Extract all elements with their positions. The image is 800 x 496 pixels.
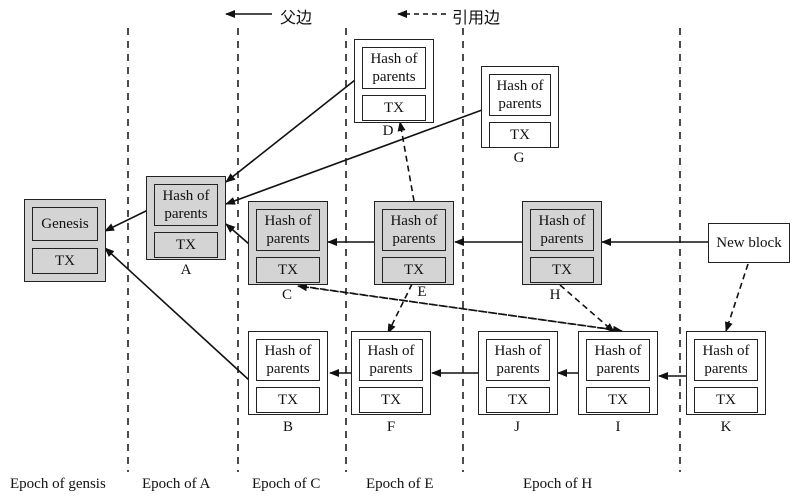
ref-e-to-d xyxy=(397,121,415,202)
label-d: D xyxy=(382,123,394,139)
block-h: Hash of parents TX xyxy=(522,201,602,285)
ref-e-to-f xyxy=(387,283,413,334)
ref-c-to-i xyxy=(299,285,623,334)
block-j: Hash of parents TX xyxy=(478,331,558,415)
genesis-hash-cell: Genesis xyxy=(32,207,98,241)
ref-new-to-k xyxy=(725,263,749,332)
label-b: B xyxy=(282,419,293,435)
new-block: New block xyxy=(708,223,790,263)
j-tx-cell: TX xyxy=(486,387,550,413)
c-tx-cell: TX xyxy=(256,257,320,283)
block-d: Hash of parents TX xyxy=(354,39,434,123)
c-hash-cell: Hash of parents xyxy=(256,209,320,251)
label-f: F xyxy=(386,419,396,435)
d-hash-cell: Hash of parents xyxy=(362,47,426,89)
f-tx-cell: TX xyxy=(359,387,423,413)
i-tx-cell: TX xyxy=(586,387,650,413)
block-b: Hash of parents TX xyxy=(248,331,328,415)
k-tx-cell: TX xyxy=(694,387,758,413)
block-k: Hash of parents TX xyxy=(686,331,766,415)
epoch-label-a: Epoch of A xyxy=(142,476,211,492)
block-f: Hash of parents TX xyxy=(351,331,431,415)
block-e: Hash of parents TX xyxy=(374,201,454,285)
edge-b-to-genesis xyxy=(104,247,250,381)
block-a: Hash of parents TX xyxy=(146,176,226,260)
genesis-tx-cell: TX xyxy=(32,248,98,274)
epoch-label-genesis: Epoch of gensis xyxy=(10,476,106,492)
label-e: E xyxy=(417,284,427,300)
edge-a-to-genesis xyxy=(104,209,149,232)
label-a: A xyxy=(180,262,192,278)
i-hash-cell: Hash of parents xyxy=(586,339,650,381)
block-g: Hash of parents TX xyxy=(481,66,559,148)
f-hash-cell: Hash of parents xyxy=(359,339,423,381)
epoch-label-c: Epoch of C xyxy=(252,476,321,492)
a-tx-cell: TX xyxy=(154,232,218,258)
e-tx-cell: TX xyxy=(382,257,446,283)
b-tx-cell: TX xyxy=(256,387,320,413)
h-tx-cell: TX xyxy=(530,257,594,283)
label-k: K xyxy=(720,419,732,435)
g-tx-cell: TX xyxy=(489,122,551,148)
label-g: G xyxy=(513,150,525,166)
label-i: I xyxy=(615,419,621,435)
d-tx-cell: TX xyxy=(362,95,426,121)
h-hash-cell: Hash of parents xyxy=(530,209,594,251)
label-h: H xyxy=(549,287,561,303)
g-hash-cell: Hash of parents xyxy=(489,74,551,116)
b-hash-cell: Hash of parents xyxy=(256,339,320,381)
legend-parent-edge-label: 父边 xyxy=(280,8,313,27)
edge-d-to-a xyxy=(225,79,356,183)
edge-g-to-a xyxy=(225,109,483,205)
k-hash-cell: Hash of parents xyxy=(694,339,758,381)
label-c: C xyxy=(281,287,292,303)
block-genesis: Genesis TX xyxy=(24,199,106,282)
a-hash-cell: Hash of parents xyxy=(154,184,218,226)
block-i: Hash of parents TX xyxy=(578,331,658,415)
legend-reference-edge-label: 引用边 xyxy=(452,8,501,27)
block-c: Hash of parents TX xyxy=(248,201,328,285)
label-j: J xyxy=(514,419,520,435)
ref-h-to-i xyxy=(559,284,615,333)
e-hash-cell: Hash of parents xyxy=(382,209,446,251)
edge-c-to-a xyxy=(225,223,250,245)
epoch-label-h: Epoch of H xyxy=(523,476,593,492)
j-hash-cell: Hash of parents xyxy=(486,339,550,381)
epoch-label-e: Epoch of E xyxy=(366,476,434,492)
